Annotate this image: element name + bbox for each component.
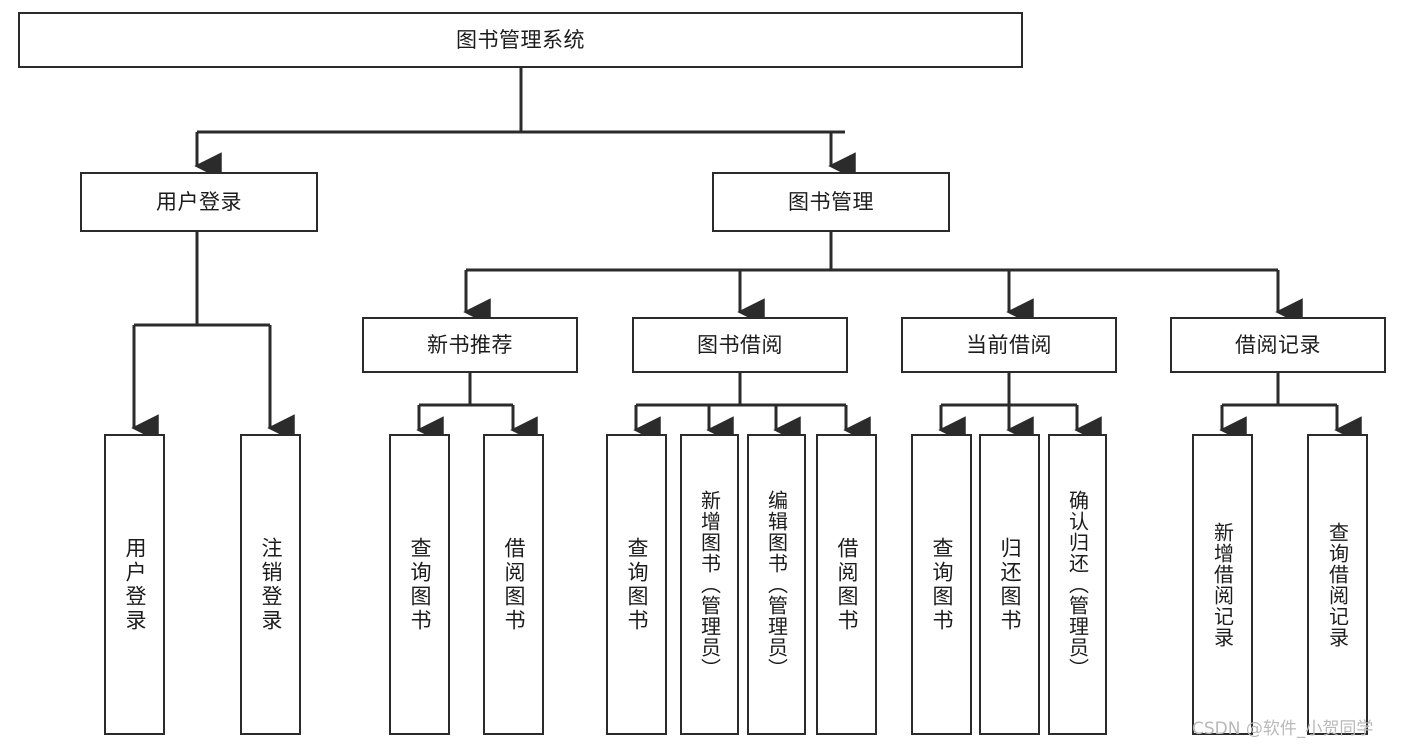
- leaf-query-record[interactable]: 查询借阅记录: [1307, 434, 1368, 735]
- node-new-book-recommend[interactable]: 新书推荐: [362, 317, 578, 373]
- node-user-login[interactable]: 用户登录: [80, 172, 318, 232]
- node-current-borrow-label: 当前借阅: [966, 332, 1052, 357]
- leaf-confirm-return[interactable]: 确认归还（管理员）: [1048, 434, 1107, 735]
- node-current-borrow[interactable]: 当前借阅: [901, 317, 1117, 373]
- leaf-user-login-label: 用户登录: [123, 536, 147, 633]
- node-root-label: 图书管理系统: [456, 27, 585, 52]
- node-root[interactable]: 图书管理系统: [18, 12, 1023, 68]
- node-book-management-label: 图书管理: [788, 189, 874, 214]
- leaf-user-login[interactable]: 用户登录: [104, 434, 165, 735]
- leaf-add-record[interactable]: 新增借阅记录: [1192, 434, 1253, 735]
- leaf-query-book-2-label: 查询图书: [625, 536, 649, 633]
- leaf-return-book[interactable]: 归还图书: [979, 434, 1040, 735]
- node-book-borrow-label: 图书借阅: [697, 332, 783, 357]
- leaf-borrow-book-1-label: 借阅图书: [502, 536, 526, 633]
- leaf-logout-login-label: 注销登录: [259, 536, 283, 633]
- leaf-logout-login[interactable]: 注销登录: [240, 434, 301, 735]
- leaf-query-book-1-label: 查询图书: [408, 536, 432, 633]
- leaf-query-book-3-label: 查询图书: [930, 536, 954, 633]
- leaf-edit-book[interactable]: 编辑图书（管理员）: [747, 434, 806, 735]
- node-book-management[interactable]: 图书管理: [712, 172, 950, 232]
- leaf-return-book-label: 归还图书: [998, 536, 1022, 633]
- node-borrow-record-label: 借阅记录: [1235, 332, 1321, 357]
- leaf-add-book-label: 新增图书（管理员）: [697, 490, 722, 679]
- leaf-query-book-2[interactable]: 查询图书: [606, 434, 667, 735]
- leaf-query-book-1[interactable]: 查询图书: [389, 434, 450, 735]
- leaf-add-record-label: 新增借阅记录: [1210, 521, 1235, 648]
- leaf-query-book-3[interactable]: 查询图书: [911, 434, 972, 735]
- leaf-add-book[interactable]: 新增图书（管理员）: [680, 434, 739, 735]
- node-borrow-record[interactable]: 借阅记录: [1170, 317, 1386, 373]
- leaf-edit-book-label: 编辑图书（管理员）: [764, 490, 789, 679]
- leaf-query-record-label: 查询借阅记录: [1325, 521, 1350, 648]
- node-new-book-recommend-label: 新书推荐: [427, 332, 513, 357]
- leaf-borrow-book-2-label: 借阅图书: [835, 536, 859, 633]
- leaf-confirm-return-label: 确认归还（管理员）: [1065, 490, 1090, 679]
- node-user-login-label: 用户登录: [156, 189, 242, 214]
- leaf-borrow-book-2[interactable]: 借阅图书: [816, 434, 877, 735]
- node-book-borrow[interactable]: 图书借阅: [632, 317, 848, 373]
- leaf-borrow-book-1[interactable]: 借阅图书: [483, 434, 544, 735]
